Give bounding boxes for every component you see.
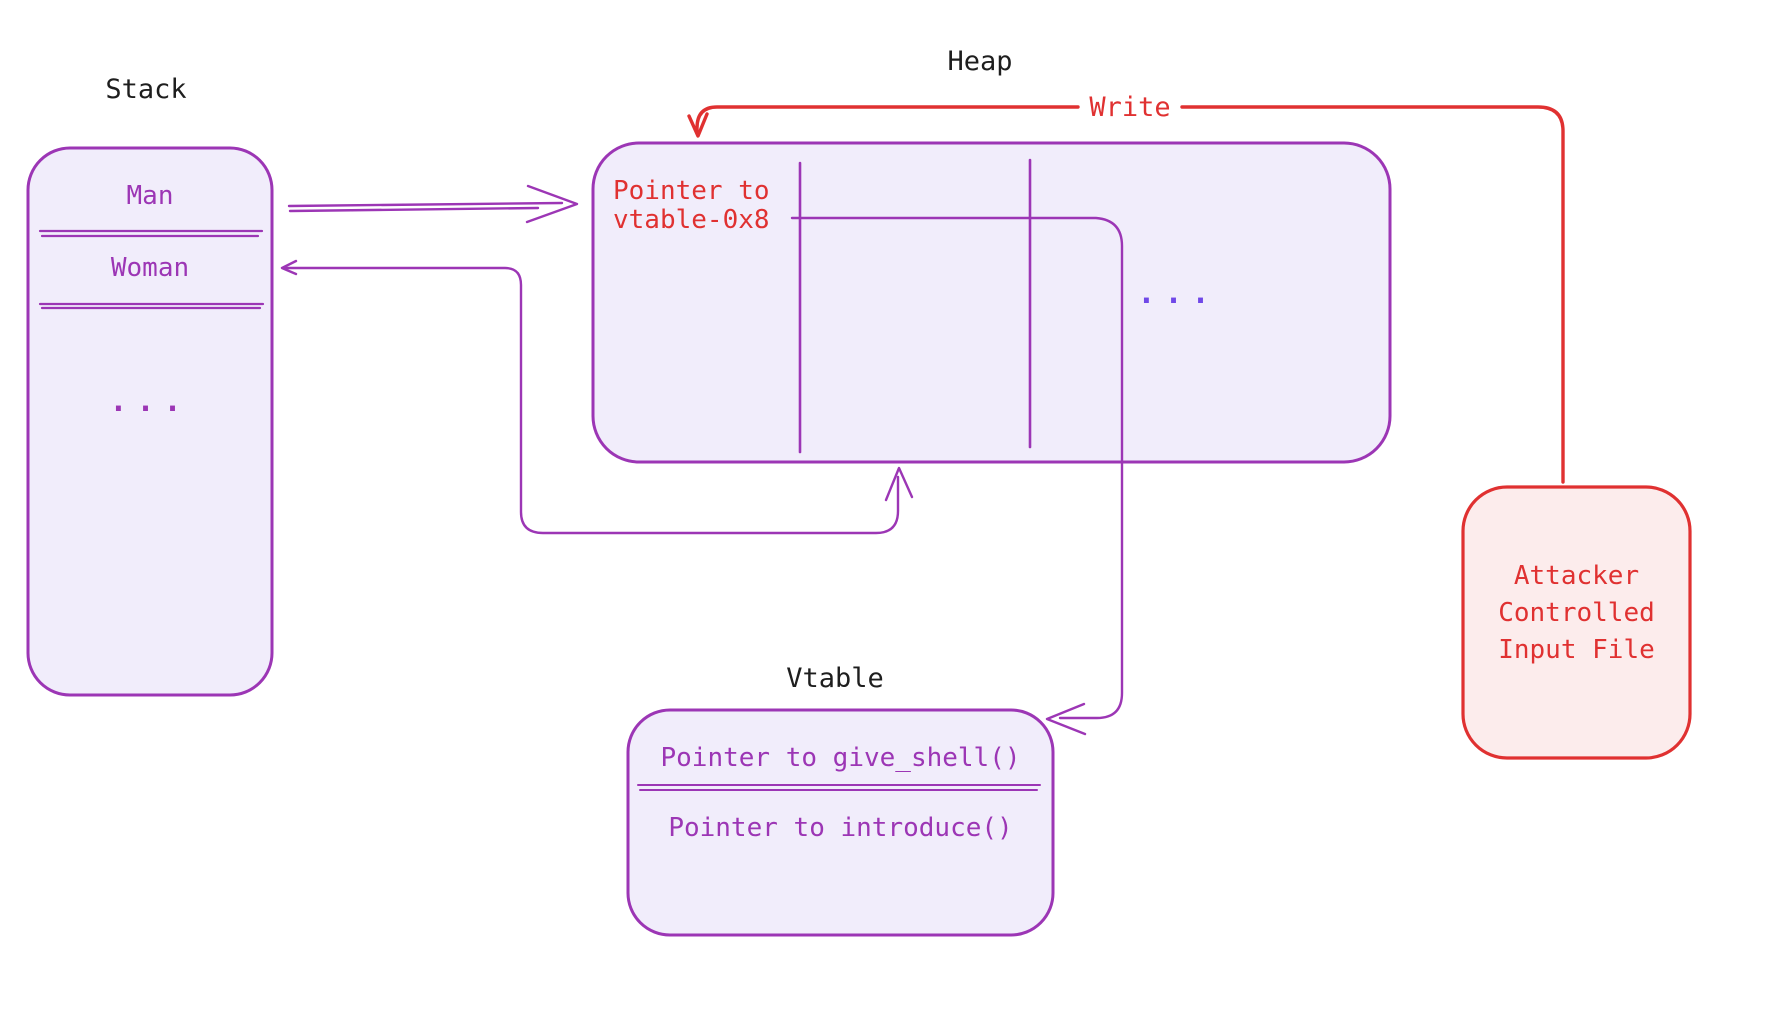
- attacker-label-line3: Input File: [1498, 635, 1655, 665]
- attacker-box: [1461, 485, 1692, 760]
- stack-title: Stack: [105, 74, 187, 105]
- vtable-row-introduce: Pointer to introduce(): [668, 813, 1013, 843]
- write-arrow-head: [687, 112, 709, 138]
- stack-row-man: Man: [126, 181, 174, 211]
- write-arrow-left-segment: [695, 105, 1080, 133]
- stack-divider-man-woman: [38, 229, 264, 238]
- attacker-label-line1: Attacker: [1513, 561, 1640, 591]
- vtable-row-give-shell: Pointer to give_shell(): [660, 743, 1021, 773]
- attacker-label-line2: Controlled: [1498, 598, 1655, 628]
- heap-underside-arrow-head: [884, 466, 914, 502]
- heap-pointer-label-line2: vtable-0x8: [613, 205, 770, 235]
- heap-to-vtable-arrow-head: [1045, 702, 1087, 736]
- heap-title: Heap: [947, 46, 1013, 77]
- heap-ellipsis: ...: [1137, 276, 1219, 311]
- stack-divider-woman-rest: [38, 302, 265, 310]
- man-to-heap-arrow-head: [525, 184, 579, 224]
- heap-to-vtable-arrow-shaft: [790, 216, 1124, 720]
- heap-pointer-label-line1: Pointer to: [613, 176, 770, 206]
- man-to-heap-arrow-shaft: [287, 201, 564, 213]
- woman-arrow-head: [280, 259, 298, 276]
- woman-to-heap-underside-arrow-shaft: [283, 266, 900, 535]
- vtable-divider: [637, 784, 1041, 791]
- write-arrow-right-segment: [1180, 105, 1565, 484]
- vtable-box: [626, 708, 1055, 937]
- stack-row-woman: Woman: [110, 253, 190, 283]
- stack-box: [26, 146, 274, 697]
- stack-ellipsis: ...: [109, 384, 191, 419]
- vtable-title: Vtable: [786, 663, 884, 694]
- heap-box: [591, 141, 1392, 464]
- write-arrow-label: Write: [1089, 92, 1171, 123]
